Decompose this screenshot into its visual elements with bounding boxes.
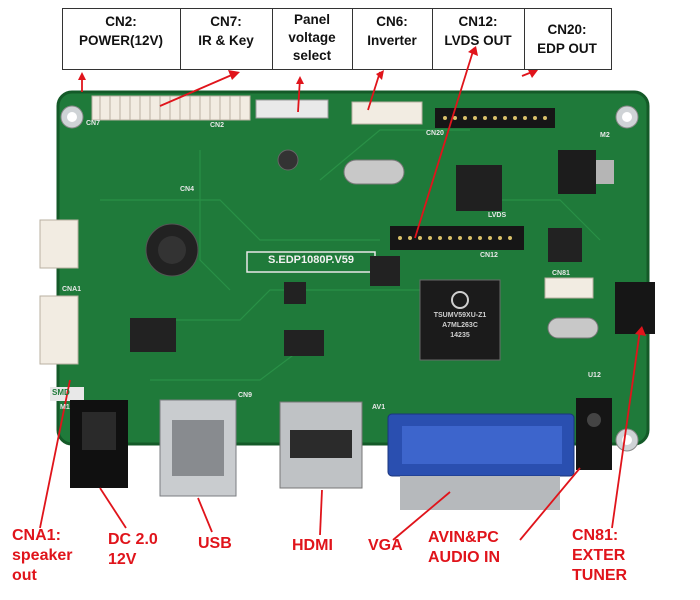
label-cna1-line1: CNA1:	[12, 527, 61, 544]
audio-ic	[130, 318, 176, 352]
cn-left-top	[39, 219, 79, 269]
cell-panel	[273, 9, 353, 69]
label-cna1-line3: out	[12, 567, 37, 584]
hdr-cn20-line2: EDP OUT	[537, 41, 597, 56]
silk-cn4: CN4	[180, 186, 195, 193]
hdr-cn12-line1: CN12:	[458, 14, 498, 29]
hdr-panel-line1: Panel	[293, 12, 331, 27]
label-usb: USB	[198, 535, 232, 552]
label-hdmi: HDMI	[292, 537, 333, 554]
chip-line-1: TSUMV59XU-Z1	[433, 312, 487, 319]
silk-m2: M2	[600, 132, 610, 139]
label-avin-line2: AUDIO IN	[428, 549, 500, 566]
cell-cn2	[63, 9, 181, 69]
hdr-panel-line3: select	[292, 48, 332, 63]
cna1-connector	[39, 295, 79, 365]
hdr-cn20-line1: CN20:	[547, 22, 587, 37]
annotation-arrows	[39, 47, 641, 541]
silk-cn20: CN20	[426, 130, 444, 137]
hdr-cn7-line2: IR & Key	[198, 33, 254, 48]
hdr-panel-line2: voltage	[288, 30, 336, 45]
silk-cn9: CN9	[238, 392, 253, 399]
silk-smd: SMD	[52, 388, 70, 397]
silk-u12: U12	[588, 372, 601, 379]
hdr-cn7-line1: CN7:	[210, 14, 242, 29]
panel-voltage-jumper	[255, 99, 329, 119]
hdr-cn12-line2: LVDS OUT	[444, 33, 512, 48]
ic-top-right	[456, 165, 502, 211]
label-cn81-line1: CN81:	[572, 527, 619, 544]
label-cna1-line2: speaker	[12, 547, 73, 564]
label-vga: VGA	[368, 537, 403, 554]
label-avin-line1: AVIN&PC	[428, 529, 499, 546]
chip-line-2: A7ML263C	[442, 322, 478, 329]
silk-model: S.EDP1080P.V59	[267, 254, 355, 266]
cn81-header	[615, 282, 655, 334]
silk-m1: M1	[60, 404, 70, 411]
silk-cn7: CN7	[86, 120, 101, 127]
cell-cn7	[181, 9, 273, 69]
hdr-cn6-line2: Inverter	[367, 33, 417, 48]
silk-cn12: CN12	[480, 252, 498, 259]
silk-cn2: CN2	[210, 122, 225, 129]
label-dc-line1: DC 2.0	[108, 531, 158, 548]
label-dc-line2: 12V	[108, 551, 137, 568]
silk-cn81: CN81	[552, 270, 570, 277]
hdr-cn2-line2: POWER(12V)	[78, 33, 163, 48]
silk-lvds: LVDS	[488, 212, 507, 219]
crystal	[343, 159, 405, 185]
label-cn81-line2: EXTER	[572, 547, 626, 564]
silk-cna1: CNA1	[62, 286, 82, 293]
hdr-cn2-line1: CN2:	[105, 14, 137, 29]
cell-cn6	[353, 9, 433, 69]
cn7-connector	[91, 95, 251, 121]
silk-av1: AV1	[372, 404, 386, 411]
connector-header-table	[62, 8, 612, 70]
cell-cn12	[433, 9, 525, 69]
regulator	[558, 150, 596, 194]
hdr-cn6-line1: CN6:	[376, 14, 408, 29]
audio-jack	[576, 398, 612, 470]
label-cn81-line3: TUNER	[572, 567, 628, 584]
cn6-connector	[351, 101, 423, 125]
chip-line-3: 14235	[450, 332, 470, 339]
main-ic	[419, 279, 501, 361]
